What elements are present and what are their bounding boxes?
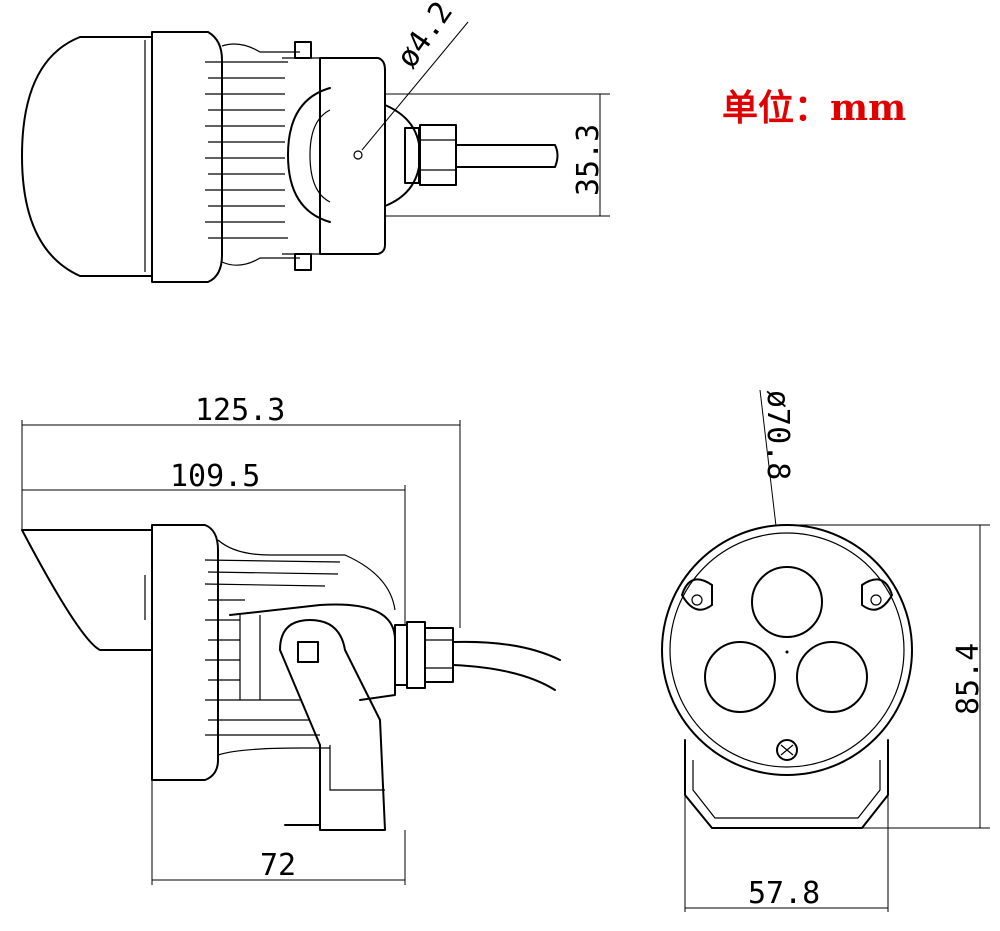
side-body-dimension: 109.5 bbox=[170, 459, 260, 494]
front-view: ø70.8 85.4 57.8 bbox=[661, 389, 990, 912]
top-height-dimension: 35.3 bbox=[571, 124, 606, 196]
front-lens bbox=[751, 566, 823, 638]
top-hole-dimension: ø4.2 bbox=[390, 0, 460, 75]
unit-label: 单位：mm bbox=[722, 87, 906, 129]
side-visor bbox=[21, 529, 153, 651]
front-height-dimension: 85.4 bbox=[951, 643, 986, 715]
top-screw bbox=[294, 253, 312, 271]
top-view: 35.3 ø4.2 bbox=[21, 0, 610, 283]
top-dome bbox=[21, 36, 153, 277]
side-flange bbox=[151, 524, 219, 781]
side-bracket-arm bbox=[279, 619, 386, 831]
front-base-bracket bbox=[684, 739, 889, 829]
front-housing bbox=[661, 524, 913, 776]
side-pivot-bolt bbox=[297, 641, 319, 663]
top-flange bbox=[151, 31, 223, 283]
front-lens bbox=[796, 641, 868, 713]
side-fins bbox=[204, 539, 396, 756]
top-cable-gland bbox=[419, 124, 457, 186]
side-cable-gland bbox=[406, 621, 426, 689]
top-yoke bbox=[287, 87, 331, 223]
front-diameter-leader bbox=[759, 389, 777, 527]
top-pivot-hole bbox=[353, 150, 363, 160]
top-cable bbox=[455, 144, 559, 168]
side-overall-dimension: 125.3 bbox=[195, 393, 285, 428]
side-view: 125.3 109.5 72 bbox=[21, 393, 561, 885]
side-base-dimension: 72 bbox=[260, 848, 296, 883]
front-screw bbox=[776, 739, 798, 761]
front-diameter-dimension: ø70.8 bbox=[760, 390, 795, 480]
top-bracket-plate bbox=[319, 57, 386, 255]
front-screw bbox=[870, 594, 882, 606]
top-screw bbox=[294, 41, 312, 59]
side-cable bbox=[452, 640, 561, 691]
front-base-dimension: 57.8 bbox=[748, 876, 820, 911]
top-hole-leader bbox=[361, 21, 469, 151]
front-screw bbox=[691, 594, 703, 606]
top-fins bbox=[205, 43, 300, 266]
front-lens bbox=[704, 641, 776, 713]
